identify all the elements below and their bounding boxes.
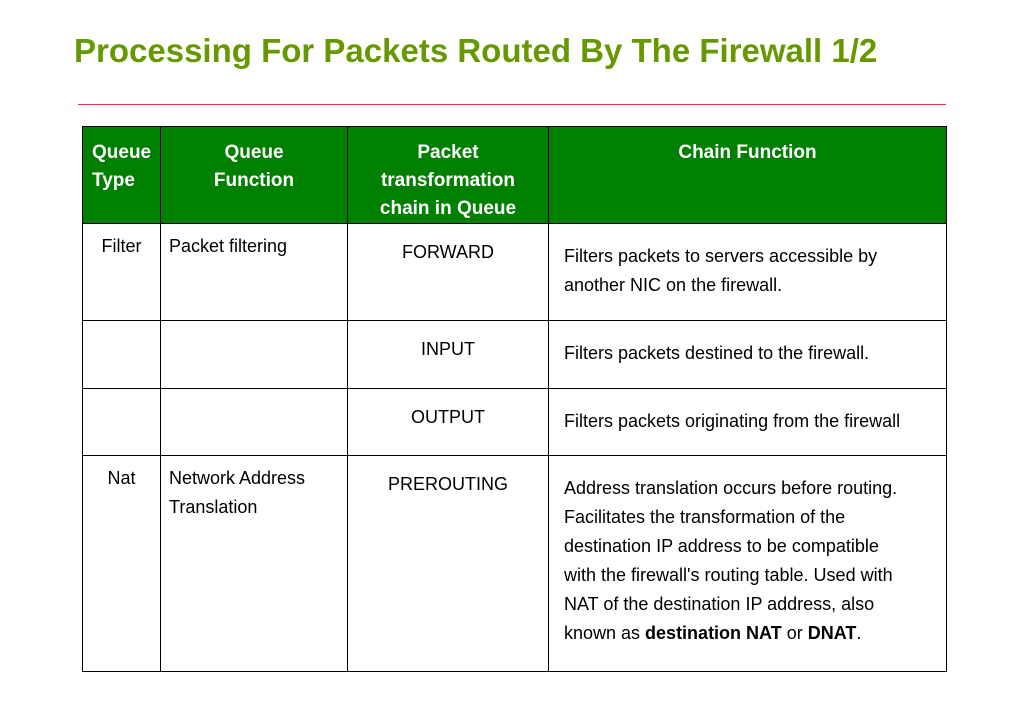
header-chain-line2: transformation	[380, 170, 516, 191]
slide-title: Processing For Packets Routed By The Fir…	[74, 32, 878, 69]
header-chain-function: Chain Function	[548, 126, 947, 224]
destination-nat-term: destination NAT	[645, 623, 782, 643]
cell-chain-function: Filters packets to servers accessible by…	[548, 223, 947, 321]
cell-queue-function-line1: Network Address	[169, 468, 306, 488]
cell-queue-type: Filter	[82, 223, 161, 321]
cell-chain-function: Address translation occurs before routin…	[548, 455, 947, 672]
header-queue-function-line1: Queue	[224, 142, 284, 163]
dnat-term: DNAT	[807, 623, 857, 643]
header-chain-line1: Packet	[417, 142, 479, 163]
cell-chain-function-line: Filters packets originating from the fir…	[564, 411, 901, 431]
queue-table: Queue Type Queue Function Packet transfo…	[82, 126, 947, 672]
header-chain: Packet transformation chain in Queue	[347, 126, 549, 224]
cell-chain-function-line: Filters packets to servers accessible by	[564, 246, 878, 266]
header-queue-type: Queue Type	[82, 126, 161, 224]
table-header-row: Queue Type Queue Function Packet transfo…	[82, 126, 947, 224]
last-line-suffix: .	[856, 623, 862, 643]
cell-chain: OUTPUT	[347, 388, 549, 456]
header-queue-function: Queue Function	[160, 126, 348, 224]
table-row-prerouting: Nat Network Address Translation PREROUTI…	[82, 455, 947, 672]
cell-chain-function-line: Filters packets destined to the firewall…	[564, 343, 870, 363]
cell-chain: FORWARD	[347, 223, 549, 321]
cell-chain-function: Filters packets destined to the firewall…	[548, 320, 947, 389]
header-chain-line3: chain in Queue	[379, 198, 517, 219]
header-queue-function-line2: Function	[213, 170, 295, 191]
last-line-prefix: known as	[564, 623, 646, 643]
header-chain-function-label: Chain Function	[678, 142, 817, 163]
cell-queue-type: Nat	[82, 455, 161, 672]
cell-chain-function-line: destination IP address to be compatible	[564, 536, 879, 556]
cell-chain-function-line: with the firewall's routing table. Used …	[564, 565, 893, 585]
cell-queue-function	[160, 388, 348, 456]
cell-chain-function-line: Address translation occurs before routin…	[564, 478, 898, 498]
cell-queue-function: Network Address Translation	[160, 455, 348, 672]
title-divider	[78, 104, 946, 105]
cell-queue-function: Packet filtering	[160, 223, 348, 321]
cell-queue-function-line1: Packet filtering	[169, 236, 288, 256]
cell-chain: PREROUTING	[347, 455, 549, 672]
cell-queue-type	[82, 388, 161, 456]
table-row-input: INPUT Filters packets destined to the fi…	[82, 320, 947, 389]
cell-queue-function	[160, 320, 348, 389]
last-line-middle: or	[781, 623, 808, 643]
header-queue-type-line1: Queue	[92, 142, 152, 163]
cell-chain-function-line: NAT of the destination IP address, also	[564, 594, 875, 614]
cell-chain-function-last-line: known as destination NAT or DNAT.	[564, 619, 938, 648]
table-row-forward: Filter Packet filtering FORWARD Filters …	[82, 223, 947, 321]
cell-chain-function: Filters packets originating from the fir…	[548, 388, 947, 456]
cell-chain-function-line: Facilitates the transformation of the	[564, 507, 846, 527]
cell-queue-type	[82, 320, 161, 389]
header-queue-type-line2: Type	[92, 170, 135, 191]
cell-chain: INPUT	[347, 320, 549, 389]
cell-chain-function-line: another NIC on the firewall.	[564, 275, 783, 295]
cell-queue-function-line2: Translation	[169, 497, 258, 517]
table-row-output: OUTPUT Filters packets originating from …	[82, 388, 947, 456]
